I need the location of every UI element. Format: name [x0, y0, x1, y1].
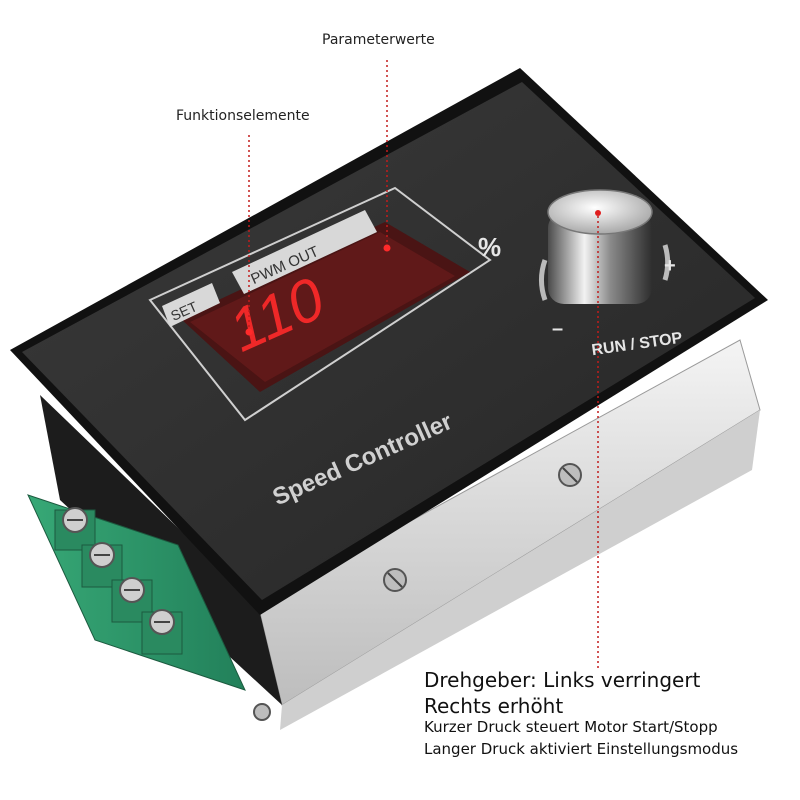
callout-parameter-values: Parameterwerte [322, 32, 435, 48]
description-line-2: Rechts erhöht [424, 694, 564, 718]
housing-screw-bottom [253, 703, 271, 721]
description-line-3: Kurzer Druck steuert Motor Start/Stopp [424, 718, 718, 736]
terminal-block [27, 494, 246, 691]
knob-plus-label: + [664, 255, 676, 277]
description-line-4: Langer Druck aktiviert Einstellungsmodus [424, 740, 739, 758]
terminal-screw-4 [141, 609, 183, 655]
display-area: SET PWM OUT 110 % [148, 186, 501, 422]
unit-percent: % [478, 232, 501, 262]
annotation-lines [245, 60, 599, 668]
knob-indicator-dot [595, 210, 601, 216]
callout-function-elements: Funktionselemente [176, 108, 310, 124]
terminal-screw-1 [54, 507, 96, 551]
knob-minus-label: – [552, 318, 563, 340]
description-line-1: Drehgeber: Links verringert [424, 668, 701, 692]
